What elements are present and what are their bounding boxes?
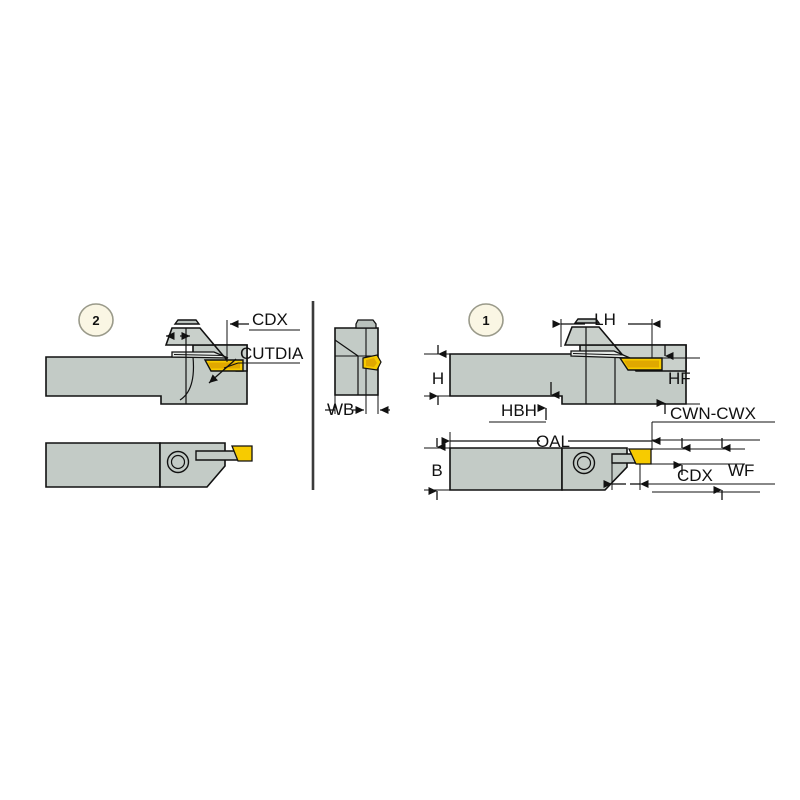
label-cdx-left: CDX: [252, 310, 288, 329]
balloon-1-label: 1: [482, 313, 489, 328]
insert-chipbreaker-right: [624, 360, 659, 368]
top-view-shank-right: [449, 447, 563, 491]
clamp-screw-inner-left: [170, 454, 186, 470]
cutdia-leader-hook-left: [223, 362, 239, 369]
label-lh-right: LH: [594, 310, 616, 329]
tool-boss-cap-right: [573, 318, 601, 324]
balloon-2[interactable]: 2: [78, 303, 114, 337]
label-hbh-right: HBH: [501, 401, 537, 420]
label-cdx-right: CDX: [677, 466, 713, 485]
balloon-1[interactable]: 1: [468, 303, 504, 337]
label-cwn-cwx: CWN-CWX: [670, 404, 756, 423]
label-wf-right: WF: [728, 461, 754, 480]
insert-chipbreaker-left: [208, 362, 240, 369]
top-view-shank-left: [45, 442, 161, 488]
label-oal-right: OAL: [536, 432, 570, 451]
cutdia-arc-left: [179, 356, 195, 401]
balloon-1-circle: [468, 303, 504, 337]
label-wb-center: WB: [327, 400, 354, 419]
cutdia-leader-arrow-left: [208, 358, 237, 384]
view-2-side-view: [45, 319, 300, 405]
label-h-right: H: [432, 369, 444, 388]
clamp-screw-inner-right: [576, 455, 592, 471]
front-view-boss-cap: [355, 319, 377, 329]
balloon-2-label: 2: [92, 313, 99, 328]
view-1-side-view: [424, 318, 700, 423]
label-cutdia-left: CUTDIA: [240, 344, 304, 363]
view-2-top-view: [45, 442, 253, 488]
label-b-right: B: [431, 461, 442, 480]
clamp-arm-line-right: [572, 353, 625, 356]
top-view-insert-left: [231, 445, 253, 462]
view-1-top-view: [424, 421, 775, 500]
tool-boss-cap-left: [173, 319, 201, 325]
view-front-end: [325, 319, 390, 414]
front-view-insert-shade: [366, 358, 377, 367]
clamp-arm-line-left: [173, 354, 225, 356]
label-hf-right: HF: [668, 369, 691, 388]
balloon-2-circle: [78, 303, 114, 337]
